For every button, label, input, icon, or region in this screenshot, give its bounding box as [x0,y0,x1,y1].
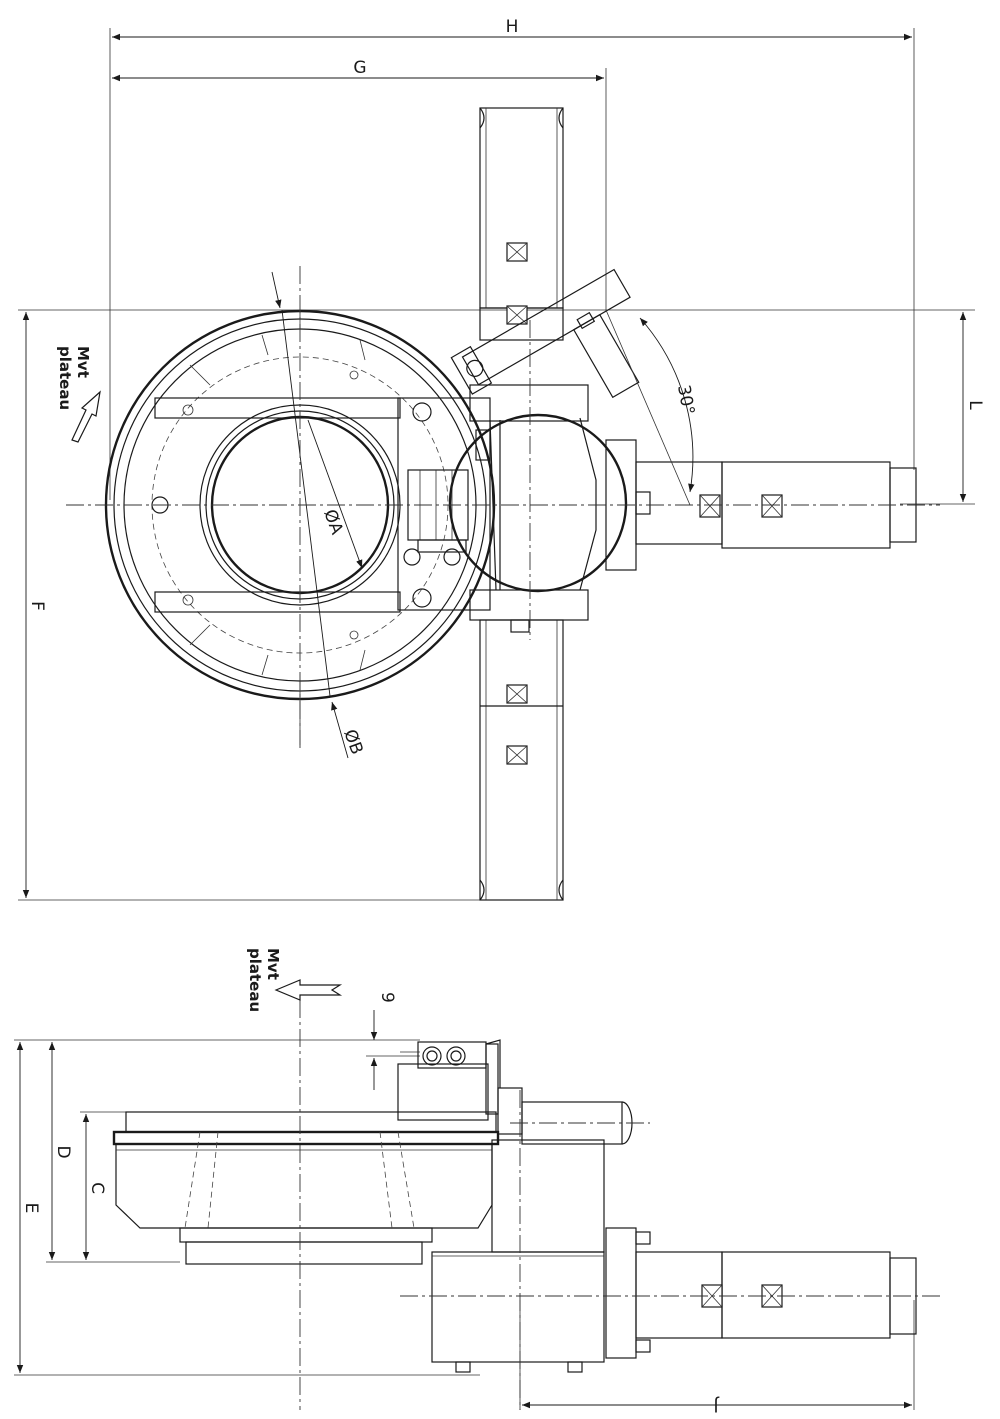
rotation-note-top-line1: Mvt [74,346,92,378]
dimension-h-label: H [506,17,519,37]
rotation-note-top: Mvt plateau [56,346,101,443]
turntable-body [112,1111,500,1265]
upper-arm [479,107,564,341]
rotation-arrow-icon [71,390,101,443]
rotation-note-side-line2: plateau [246,948,264,1012]
rotation-arrow-icon [274,979,343,1001]
dimension-c-label: C [87,1182,107,1194]
clamp-block [397,397,497,611]
gearbox-housing [431,1139,605,1373]
dimension-j-label: J [713,1395,719,1415]
drive-shaft [510,1101,650,1145]
rotation-note-side-line1: Mvt [264,948,282,980]
lower-arm [479,619,564,901]
dimension-h: H [112,17,912,41]
angle-label: 30° [673,383,698,416]
dimension-g: G [112,58,604,82]
rotation-note-top-line2: plateau [56,346,74,410]
dimension-l-label: L [965,400,985,410]
dimension-e: E [16,1042,41,1373]
drive-motor-side [605,1227,917,1359]
dimension-9-label: 9 [377,992,397,1003]
angle-dimension: 30° [605,309,698,506]
dimension-l: L [900,312,985,505]
dimension-f-label: F [27,601,47,611]
side-clamp [397,1039,523,1135]
diameter-a-label: ØA [319,507,346,538]
dimension-c: C [82,1114,107,1260]
dimension-g-label: G [353,58,366,78]
dimension-d: D [48,1042,73,1260]
rotation-note-side: Mvt plateau [246,948,343,1012]
side-view: E D C J 9 [14,948,940,1415]
top-view: H G F L [18,17,985,901]
dimension-9: 9 [366,992,420,1090]
dimension-d-label: D [53,1145,73,1158]
tilted-motor [450,268,640,399]
dimension-j: J [522,1395,912,1415]
diameter-b-label: ØB [339,727,366,757]
dimension-e-label: E [21,1203,41,1214]
dimension-f: F [22,312,47,898]
